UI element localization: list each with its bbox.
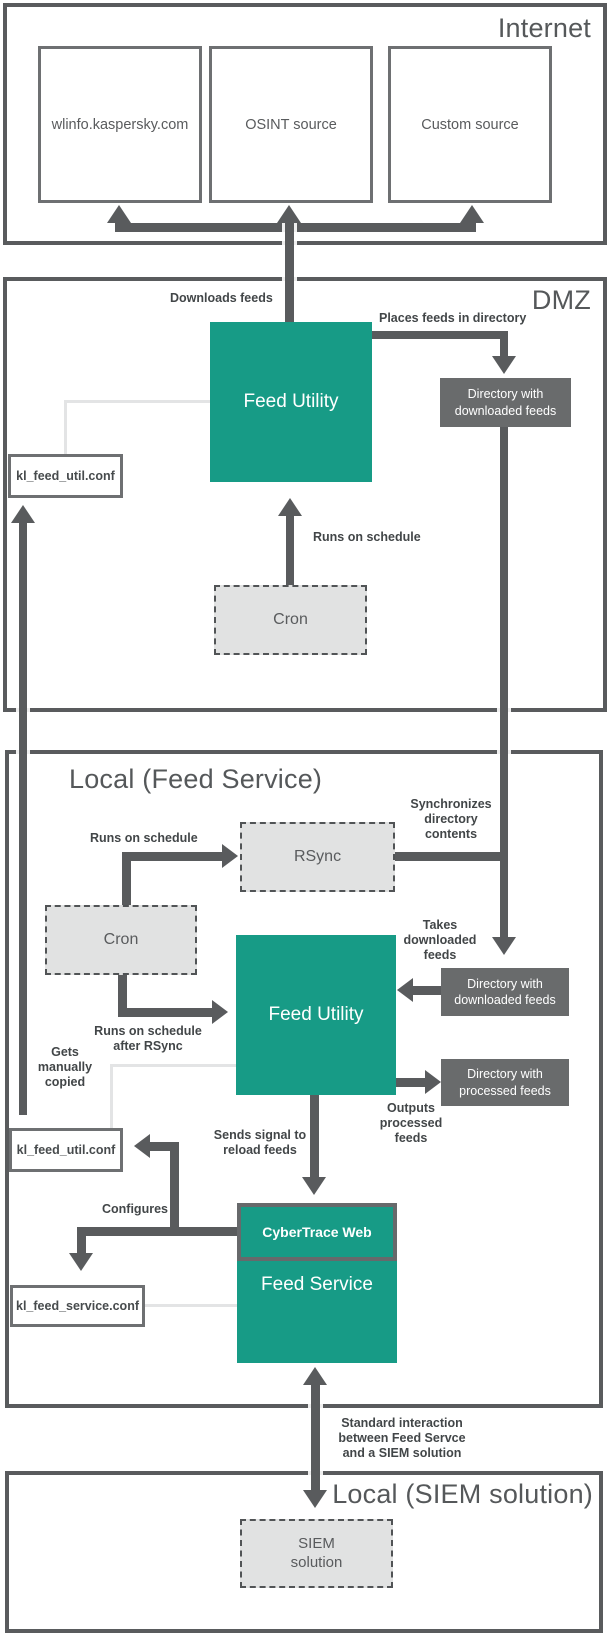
runs-on-schedule-local-label: Runs on schedule — [90, 831, 198, 845]
runs-after-rsync-label: Runs on schedule after RSync — [94, 1024, 202, 1053]
dmz-zone: DMZ — [3, 277, 607, 712]
synchronizes-label: Synchronizes directory contents — [410, 797, 492, 841]
arrowhead-to-conf-util-dmz — [11, 505, 35, 523]
outputs-processed-label: Outputs processed feeds — [379, 1101, 443, 1145]
arrowhead-to-osint — [277, 205, 301, 223]
arrowhead-to-dir-processed — [425, 1070, 441, 1094]
places-feeds-label: Places feeds in directory — [379, 311, 527, 325]
sends-signal-label: Sends signal to reload feeds — [213, 1128, 307, 1157]
feed-utility-local-box: Feed Utility — [236, 935, 396, 1095]
takes-downloaded-label: Takes downloaded feeds — [403, 918, 477, 962]
arrowhead-to-feed-service — [303, 1367, 327, 1385]
osint-source-box: OSINT source — [209, 46, 373, 203]
gets-copied-line — [19, 523, 27, 1115]
cron-rsync-line-h — [122, 852, 222, 861]
internet-zone: Internet — [3, 3, 607, 245]
conf-util-dmz-connector-v — [64, 400, 67, 454]
local-siem-zone-title: Local (SIEM solution) — [332, 1479, 593, 1509]
dir-downloaded-dmz-box: Directory with downloaded feeds — [440, 378, 571, 427]
conf-util-local-connector-v — [110, 1064, 113, 1128]
conf-util-local-connector-h — [112, 1064, 236, 1067]
arrowhead-to-conf-service — [69, 1253, 93, 1271]
custom-source-box: Custom source — [388, 46, 552, 203]
local-siem-zone: Local (SIEM solution) — [5, 1471, 603, 1633]
configures-line-v2 — [77, 1227, 86, 1255]
local-feed-service-zone: Local (Feed Service) — [5, 750, 603, 1408]
siem-interaction-line — [311, 1385, 320, 1492]
cron-feed-utility-line-h — [118, 1008, 212, 1017]
dir-processed-local-box: Directory with processed feeds — [441, 1059, 569, 1106]
feed-utility-dmz-box: Feed Utility — [210, 322, 372, 482]
arrowhead-to-custom — [460, 205, 484, 223]
cron-feed-utility-line-v — [118, 975, 127, 1017]
internet-zone-title: Internet — [497, 13, 591, 43]
siem-solution-box: SIEM solution — [240, 1519, 393, 1588]
conf-util-local-box: kl_feed_util.conf — [9, 1128, 123, 1172]
cron-dmz-box: Cron — [214, 585, 367, 655]
feed-utility-dir-processed-line — [396, 1078, 425, 1087]
cron-rsync-line-v — [122, 852, 131, 905]
places-feeds-line-v — [500, 331, 508, 358]
arrowhead-to-dir-downloaded-dmz — [492, 356, 516, 374]
arrowhead-into-feed-utility-local — [397, 978, 413, 1002]
conf-util-dmz-box: kl_feed_util.conf — [8, 454, 123, 498]
configures-label: Configures — [102, 1202, 168, 1216]
arrowhead-to-siem — [303, 1490, 327, 1508]
downloads-feeds-line — [285, 223, 294, 322]
dmz-zone-title: DMZ — [531, 285, 591, 315]
conf-service-box: kl_feed_service.conf — [10, 1285, 145, 1327]
places-feeds-line-h — [372, 331, 508, 339]
arrowhead-to-cybertrace-web — [302, 1177, 326, 1195]
arrowhead-to-conf-util-local — [134, 1134, 150, 1158]
configures-line-h — [77, 1227, 237, 1236]
arrowhead-to-rsync — [222, 844, 238, 868]
configures-line-v1 — [170, 1142, 179, 1236]
arrowhead-cron-to-feed-utility-dmz — [278, 498, 302, 516]
feed-service-box: Feed Service — [237, 1261, 397, 1363]
configures-arm-line — [150, 1142, 179, 1151]
arrowhead-to-dir-downloaded-local — [492, 937, 516, 955]
cron-dmz-arrow-line — [286, 516, 294, 585]
cybertrace-web-box: CyberTrace Web — [237, 1203, 397, 1261]
sources-trunk-line — [115, 223, 476, 232]
rsync-box: RSync — [240, 822, 395, 892]
runs-on-schedule-dmz-label: Runs on schedule — [313, 530, 421, 544]
sync-directory-line — [500, 427, 508, 939]
feed-utility-ctw-line — [310, 1095, 319, 1177]
dir-downloaded-feed-utility-line — [413, 986, 441, 995]
cron-local-box: Cron — [45, 905, 197, 975]
standard-interaction-label: Standard interaction between Feed Servce… — [338, 1416, 466, 1460]
local-feed-service-zone-title: Local (Feed Service) — [69, 764, 323, 794]
gets-copied-label: Gets manually copied — [37, 1045, 93, 1089]
dir-downloaded-local-box: Directory with downloaded feeds — [441, 968, 569, 1016]
arrowhead-to-wlinfo — [107, 205, 131, 223]
downloads-feeds-label: Downloads feeds — [170, 291, 273, 305]
conf-service-connector — [145, 1304, 237, 1307]
wlinfo-source-box: wlinfo.kaspersky.com — [38, 46, 202, 203]
rsync-sync-line — [395, 852, 508, 861]
arrowhead-to-feed-utility-local — [212, 1000, 228, 1024]
conf-util-dmz-connector-h — [65, 400, 210, 403]
